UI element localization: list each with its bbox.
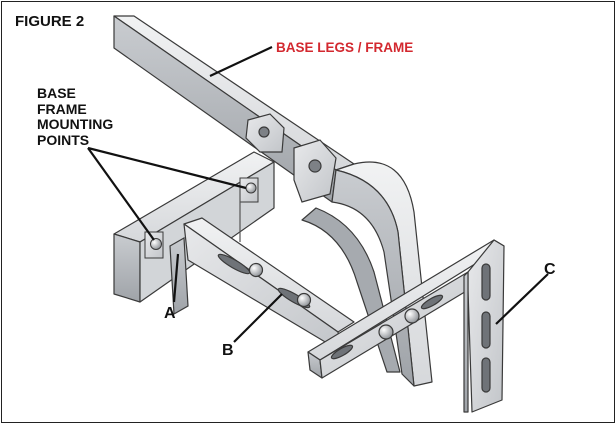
frame-mounting-points: [144, 177, 259, 259]
leader-mount-right: [87, 146, 247, 190]
base-legs-frame-callout: BASE LEGS / FRAME: [276, 40, 414, 55]
callout-c: C: [544, 261, 556, 278]
leader-lines: [87, 46, 549, 343]
bracket-b: [183, 217, 355, 353]
rail-lugs: [245, 113, 337, 203]
mounting-points-callout: BASE FRAME MOUNTING POINTS: [37, 85, 114, 149]
leader-a: [172, 253, 180, 303]
leader-frame: [209, 46, 273, 77]
leader-mount-left: [87, 147, 155, 241]
leader-c: [495, 273, 549, 325]
callout-a: A: [164, 305, 176, 322]
leader-b: [233, 293, 283, 343]
bracket-c: [307, 239, 505, 413]
mounting-bolt-left: [150, 238, 162, 250]
mounting-bolt-right: [245, 182, 257, 194]
figure-title: FIGURE 2: [15, 13, 85, 30]
callout-b: B: [222, 342, 234, 359]
